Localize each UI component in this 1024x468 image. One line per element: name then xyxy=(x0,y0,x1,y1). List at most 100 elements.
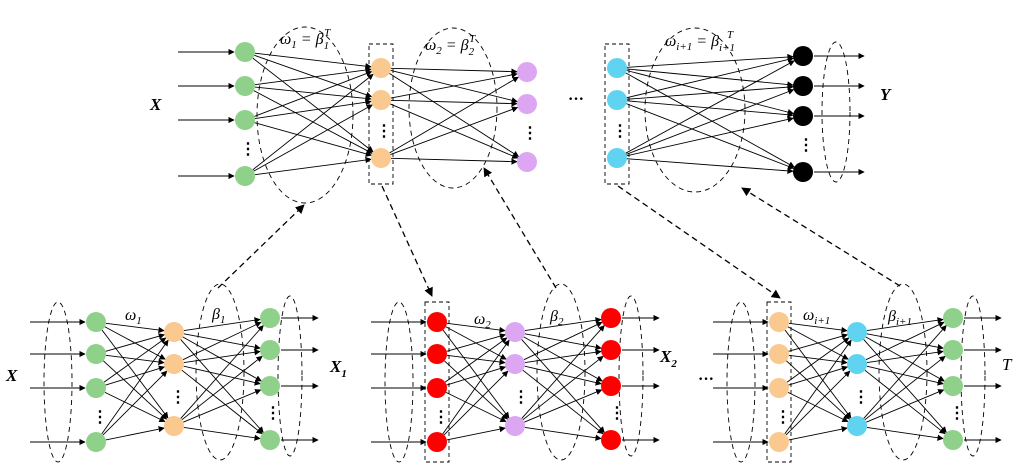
block2-mid-out-edge-2-2 xyxy=(524,389,603,423)
block2-mid-out-edge-0-0 xyxy=(524,317,602,332)
block2-node-out-1 xyxy=(601,340,621,360)
block1-ellipse-output xyxy=(277,295,303,457)
block1-output-label: X1 xyxy=(329,357,347,380)
block1-vdots-green-out: ⋮ xyxy=(265,405,281,422)
link-block2-to-top-ellipse-w2 xyxy=(483,167,557,289)
block2-in-mid-edge-3-1 xyxy=(443,370,509,436)
top-node-black-1 xyxy=(793,76,813,96)
block1-ellipse-beta xyxy=(195,283,245,461)
block1-node-mid-0 xyxy=(164,322,184,342)
block3-ellipse-input xyxy=(726,301,756,463)
top-c-k-edge-0-0 xyxy=(626,53,794,68)
block3-node-in-0 xyxy=(769,312,789,332)
block2-node-in-2 xyxy=(427,378,447,398)
block1-node-out-0 xyxy=(260,308,280,328)
block1-in-mid-edge-3-2 xyxy=(105,426,165,441)
block3-box-input xyxy=(766,301,792,463)
top-node-orange-2 xyxy=(371,148,391,168)
block1-vdots-orange: ⋮ xyxy=(170,389,186,406)
block1-mid-out-edge-2-3 xyxy=(183,426,261,441)
block2-in-mid-edge-2-2 xyxy=(445,391,507,423)
block3-in-mid-edge-3-2 xyxy=(788,426,848,441)
block2-mid-out-edge-0-3 xyxy=(521,339,605,433)
top-c-k-edge-1-0 xyxy=(626,56,794,99)
block2-vdots-violet: ⋮ xyxy=(513,389,529,406)
block1-mid-out-edge-1-1 xyxy=(183,349,261,364)
block3-node-in-1 xyxy=(769,344,789,364)
top-c-k-edge-1-3 xyxy=(626,103,795,170)
top-o-v-edge-2-2 xyxy=(390,157,518,165)
block1-mid-out-edge-2-0 xyxy=(180,325,264,419)
link-top-cyan-to-block3 xyxy=(617,185,781,299)
block1-node-mid-1 xyxy=(164,354,184,374)
block1-node-mid-2 xyxy=(164,416,184,436)
top-vdots-cyan: ⋮ xyxy=(612,123,628,140)
block3-omega-label: ωi+1 xyxy=(803,307,830,327)
block2-ellipse-output xyxy=(618,295,644,457)
block2-omega-label: ω2 xyxy=(474,311,491,331)
block1-in-mid-edge-0-0 xyxy=(105,322,165,334)
top-o-v-edge-2-0 xyxy=(389,76,519,154)
block3-beta-label: βi+1 xyxy=(887,308,912,328)
block3-vdots-orange-in: ⋮ xyxy=(775,409,791,426)
network-nodes xyxy=(86,42,963,452)
block2-mid-out-edge-2-0 xyxy=(521,325,605,419)
block1-input-label: X xyxy=(5,366,18,385)
block1-in-mid-edge-1-0 xyxy=(105,333,165,352)
top-c-k-edge-0-3 xyxy=(625,72,795,168)
top-c-k-edge-1-1 xyxy=(626,84,794,100)
block2-mid-out-edge-2-1 xyxy=(522,355,604,421)
top-equation-1: ω1 = β1T xyxy=(280,27,331,52)
top-ellipsis: ··· xyxy=(568,91,584,108)
block3-node-out-3 xyxy=(943,430,963,450)
top-node-violet-0 xyxy=(517,62,537,82)
block2-mid-out-edge-1-3 xyxy=(522,369,604,435)
block3-vdots-green-out: ⋮ xyxy=(949,405,965,422)
top-node-green-3 xyxy=(235,166,255,186)
block3-node-in-3 xyxy=(769,432,789,452)
block3-in-mid-edge-0-0 xyxy=(788,322,848,334)
top-node-cyan-1 xyxy=(607,90,627,110)
block3-output-label: T xyxy=(1002,355,1013,374)
block1-node-out-3 xyxy=(260,430,280,450)
block1-mid-out-edge-0-0 xyxy=(183,317,261,332)
block2-in-mid-edge-0-2 xyxy=(442,329,510,419)
block1-in-mid-edge-0-2 xyxy=(101,329,169,419)
block3-vdots-cyan: ⋮ xyxy=(853,389,869,406)
block1-in-mid-edge-3-0 xyxy=(101,339,169,435)
block2-mid-out-edge-1-0 xyxy=(523,321,603,361)
block1-omega-label: ω1 xyxy=(125,307,142,327)
top-g-o-edge-1-1 xyxy=(254,86,372,102)
block2-vdots-red-out: ⋮ xyxy=(609,405,625,422)
block3-in-mid-edge-1-2 xyxy=(786,360,851,420)
block2-vdots-red-in: ⋮ xyxy=(433,409,449,426)
block3-node-out-0 xyxy=(943,308,963,328)
block3-node-in-2 xyxy=(769,378,789,398)
top-ellipse-w1 xyxy=(256,26,354,204)
link-block1-to-top-ellipse-w1 xyxy=(217,204,305,289)
block3-ellipse-beta xyxy=(878,283,928,461)
block1-node-in-0 xyxy=(86,312,106,332)
block1-mid-out-edge-1-2 xyxy=(183,365,261,386)
top-node-black-2 xyxy=(793,106,813,126)
block3-node-out-2 xyxy=(943,376,963,396)
top-o-v-edge-0-0 xyxy=(390,67,518,75)
block1-mid-out-edge-2-2 xyxy=(183,389,262,423)
block1-mid-out-edge-2-1 xyxy=(181,355,263,421)
block3-in-mid-edge-3-0 xyxy=(784,339,852,435)
block3-mid-out-edge-2-2 xyxy=(866,389,945,423)
top-c-k-edge-2-3 xyxy=(626,158,794,174)
top-node-green-0 xyxy=(235,42,255,62)
top-g-o-edge-1-0 xyxy=(254,66,372,86)
block1-beta-label: β1 xyxy=(211,306,225,326)
block2-mid-out-edge-1-1 xyxy=(524,349,602,364)
block1-node-in-2 xyxy=(86,378,106,398)
block3-in-mid-edge-0-2 xyxy=(784,329,852,419)
block1-mid-out-edge-0-3 xyxy=(180,339,264,433)
block3-mid-out-edge-1-1 xyxy=(866,349,944,364)
block2-in-mid-edge-1-2 xyxy=(444,360,509,420)
top-g-o-edge-3-2 xyxy=(254,156,372,176)
top-o-v-edge-1-0 xyxy=(390,71,518,99)
block2-in-mid-edge-0-0 xyxy=(446,322,506,334)
block1-mid-out-edge-1-3 xyxy=(181,369,263,435)
